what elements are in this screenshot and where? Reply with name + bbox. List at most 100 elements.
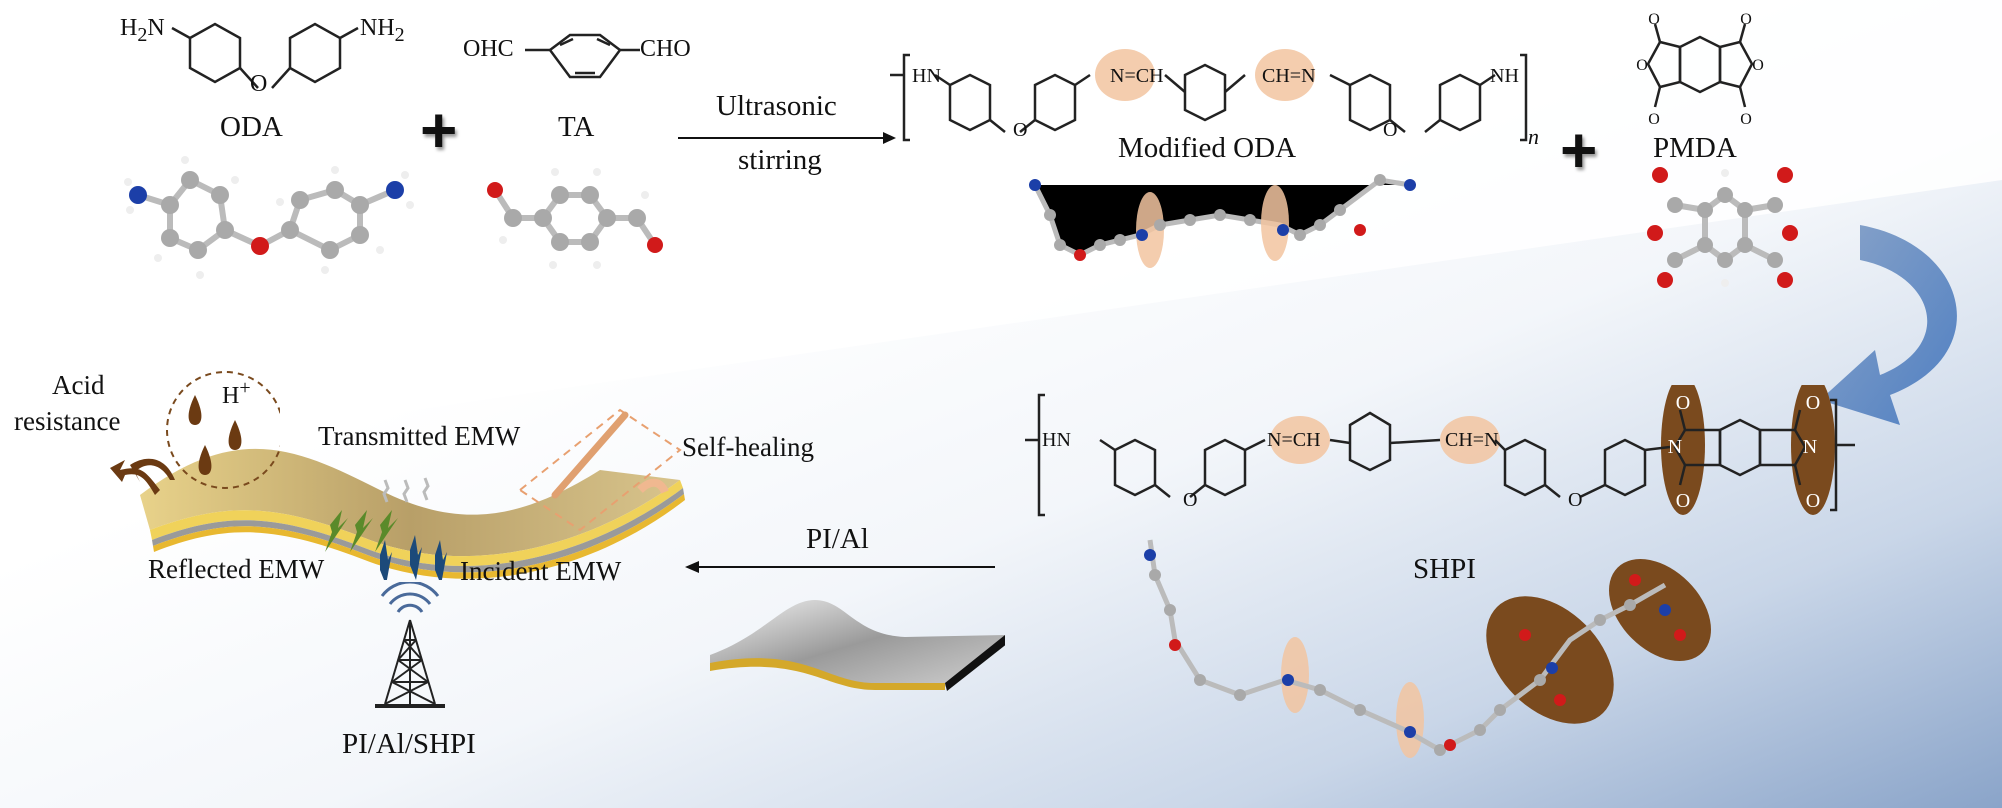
pmda-oxygen: O <box>1740 12 1752 28</box>
shpi-imide-nitrogen: N <box>1803 436 1817 458</box>
imine-highlight <box>1261 185 1289 261</box>
modified-oda-imine1: N=CH <box>1110 65 1164 87</box>
self-healing-label: Self-healing <box>682 432 814 462</box>
proton-charge: + <box>239 377 251 399</box>
plus-sign: + <box>1560 114 1598 186</box>
imine-highlight <box>1440 416 1500 464</box>
oxygen-atom <box>1169 639 1181 651</box>
shpi-imine1: N=CH <box>1267 429 1321 451</box>
shpi-3d-model <box>1144 539 1711 758</box>
ta-structure <box>525 33 640 79</box>
nitrogen-atom <box>1029 179 1041 191</box>
modified-oda-end-left: HN <box>912 65 941 87</box>
acid-deflect-arrow <box>110 460 160 495</box>
nitrogen-atom <box>1404 179 1416 191</box>
modified-oda-label: Modified ODA <box>1118 132 1297 164</box>
step1-arrow <box>678 132 896 144</box>
imide-highlight <box>1486 596 1614 724</box>
nitrogen-atom <box>1277 224 1289 236</box>
acid-drops-icon <box>110 371 280 495</box>
oda-nitrogen-atom <box>386 181 404 199</box>
oxygen-atom <box>1629 574 1641 586</box>
oda-h-text: H <box>120 15 138 41</box>
modified-oda-bridge-o2: O <box>1383 119 1398 141</box>
oda-n-text: N <box>147 15 165 41</box>
oda-nitrogen-atom <box>129 186 147 204</box>
incident-emw-label: Incident EMW <box>460 556 622 586</box>
modified-oda-imine2: CH=N <box>1262 65 1316 87</box>
oxygen-atom <box>1777 272 1793 288</box>
acid-resistance-label-line2: resistance <box>14 406 121 436</box>
nitrogen-atom <box>1282 674 1294 686</box>
oxygen-atom <box>1647 225 1663 241</box>
ta-ring <box>548 33 622 79</box>
oda-bridge-oxygen: O <box>250 71 268 97</box>
ta-oxygen-atom <box>487 182 503 198</box>
oxygen-atom <box>1674 629 1686 641</box>
antenna-tower-icon <box>375 582 445 708</box>
shpi-imide-oxygen: O <box>1806 392 1820 414</box>
proton-label: H+ <box>222 378 251 408</box>
ta-right-group: CHO <box>640 36 691 62</box>
pi-al-shpi-film <box>140 408 685 580</box>
acid-resistance-label-line1: Acid <box>52 370 105 400</box>
nitrogen-atom <box>1659 604 1671 616</box>
step2-label: PI/Al <box>806 523 869 555</box>
nitrogen-atom <box>1404 726 1416 738</box>
oda-amine-left: H2N <box>120 16 165 45</box>
oxygen-atom <box>1354 224 1366 236</box>
ta-oxygen-atom <box>647 237 663 253</box>
pi-al-film <box>710 600 1005 691</box>
step1-condition-line2: stirring <box>738 144 822 176</box>
shpi-imine2: CH=N <box>1445 429 1499 451</box>
oda-oxygen-atom <box>251 237 269 255</box>
shpi-end-left: HN <box>1042 429 1071 451</box>
repeat-unit-n: n <box>1528 124 1539 149</box>
oxygen-atom <box>1777 167 1793 183</box>
imide-highlight <box>1661 385 1705 515</box>
reflected-emw-label: Reflected EMW <box>148 554 325 584</box>
nitrogen-atom <box>1136 229 1148 241</box>
oda-3d-model <box>124 156 414 279</box>
pmda-oxygen: O <box>1752 57 1764 74</box>
oda-nh-text: NH <box>360 15 395 41</box>
self-healing-region <box>518 408 682 532</box>
oxygen-atom <box>1652 167 1668 183</box>
step1-condition-line1: Ultrasonic <box>716 90 837 122</box>
pmda-oxygen: O <box>1740 111 1752 128</box>
pmda-3d-model <box>1647 167 1798 288</box>
shpi-label: SHPI <box>1413 553 1476 585</box>
pmda-label: PMDA <box>1653 132 1737 164</box>
oda-h-subscript: 2 <box>137 23 148 46</box>
oxygen-atom <box>1444 739 1456 751</box>
oxygen-atom <box>1074 249 1086 261</box>
imine-highlight <box>1095 49 1155 101</box>
pmda-oxygen: O <box>1648 12 1660 28</box>
oda-label: ODA <box>220 111 283 143</box>
modified-oda-end-right: NH <box>1490 65 1519 87</box>
oda-amine-right: NH2 <box>360 16 405 45</box>
shpi-imide-oxygen: O <box>1806 490 1820 512</box>
oxygen-atom <box>1657 272 1673 288</box>
imine-highlight <box>1281 637 1309 713</box>
shpi-imide-nitrogen: N <box>1668 436 1682 458</box>
pi-al-shpi-label: PI/Al/SHPI <box>342 728 476 760</box>
pmda-structure: O O O O O O <box>1636 12 1764 128</box>
imine-highlight <box>1136 192 1164 268</box>
imine-highlight <box>1396 682 1424 758</box>
transmitted-emw-label: Transmitted EMW <box>318 421 521 451</box>
imide-highlight <box>1791 385 1835 515</box>
nitrogen-atom <box>1144 549 1156 561</box>
modified-oda-3d-model <box>1029 174 1416 268</box>
nitrogen-atom <box>1546 662 1558 674</box>
oxygen-atom <box>1519 629 1531 641</box>
oda-nh-subscript: 2 <box>394 23 405 46</box>
shpi-bridge-o1: O <box>1183 489 1198 511</box>
oda-ring-left <box>188 22 242 84</box>
shpi-imide-oxygen: O <box>1676 392 1690 414</box>
ta-left-group: OHC <box>463 36 514 62</box>
oda-structure <box>171 22 359 89</box>
scalpel-icon <box>551 411 629 499</box>
modified-oda-structure <box>890 49 1528 142</box>
pmda-oxygen: O <box>1636 57 1648 74</box>
